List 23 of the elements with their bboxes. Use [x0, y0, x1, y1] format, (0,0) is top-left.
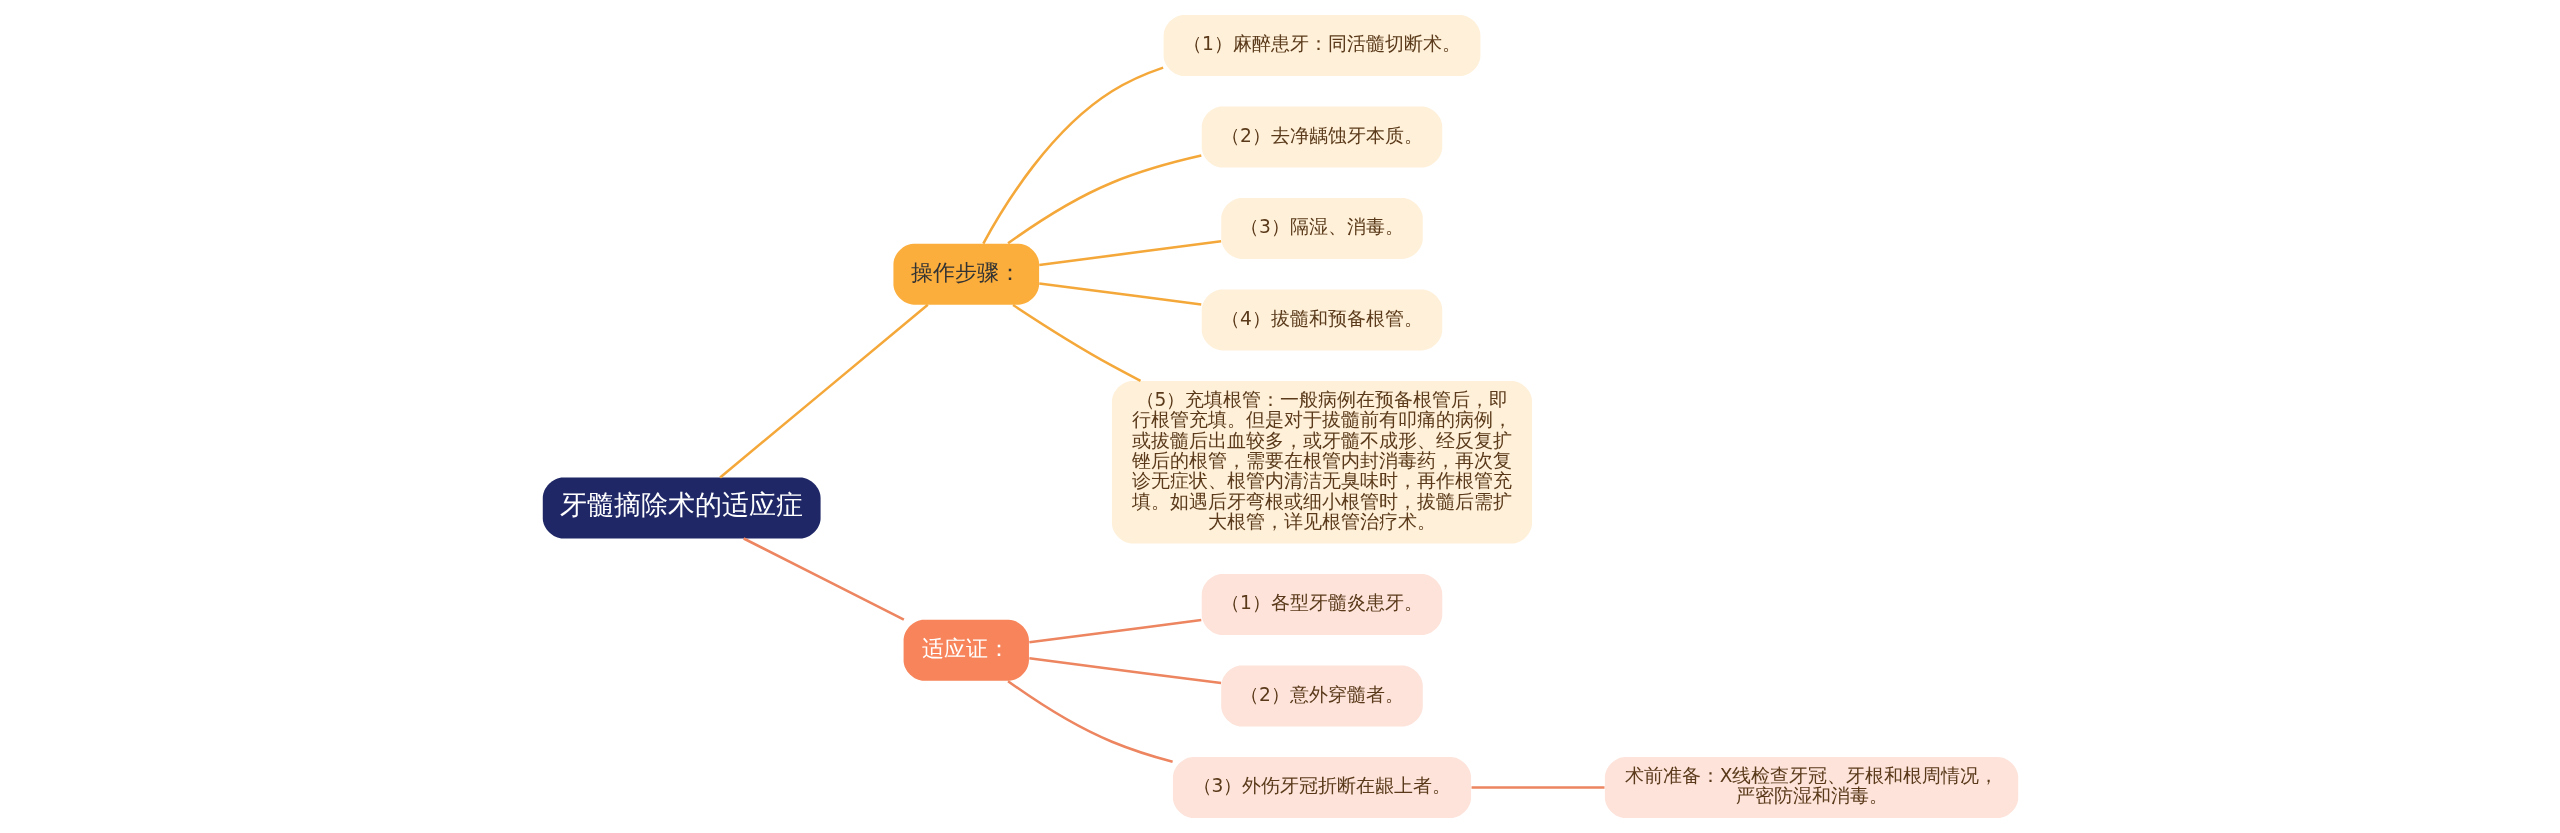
node-box: （2）意外穿髓者。	[1220, 665, 1423, 727]
node-box: （5）充填根管：一般病例在预备根管后，即行根管充填。但是对于拔髓前有叩痛的病例，或拔髓后出血较多，或牙髓不成形、经反复扩锉后的根管，需要在根管内封消毒药，再次复诊无症状、根管内清洁无臭味时，再作根管充填。如遇后牙弯根或细小根管时，拔髓后需扩大根管，详见根管治疗术。	[1111, 380, 1532, 544]
node-box: （4）拔髓和预备根管。	[1201, 289, 1442, 351]
node-box: （3）隔湿、消毒。	[1220, 198, 1423, 259]
node-box: 操作步骤：	[892, 243, 1039, 305]
connector	[1028, 618, 1201, 644]
connector	[1006, 154, 1202, 245]
connector	[1038, 240, 1221, 267]
node-box: 术前准备：X线检查牙冠、牙根和根周情况，严密防湿和消毒。	[1604, 757, 2018, 818]
connector	[1006, 680, 1173, 764]
node-box: （2）去净龋蚀牙本质。	[1201, 106, 1442, 168]
node-box: 适应证：	[903, 619, 1029, 681]
connector	[1011, 303, 1141, 382]
node-box: （3）外伤牙冠折断在龈上者。	[1172, 757, 1471, 818]
connector	[1471, 786, 1604, 789]
connector	[981, 66, 1164, 245]
node-box: （1）麻醉患牙：同活髓切断术。	[1163, 15, 1480, 76]
connector	[742, 537, 904, 621]
connector	[1038, 282, 1201, 306]
node-box: 牙髓摘除术的适应症	[542, 477, 821, 539]
connector	[1028, 656, 1221, 685]
node-box: （1）各型牙髓炎患牙。	[1201, 574, 1442, 635]
connector	[718, 303, 929, 479]
